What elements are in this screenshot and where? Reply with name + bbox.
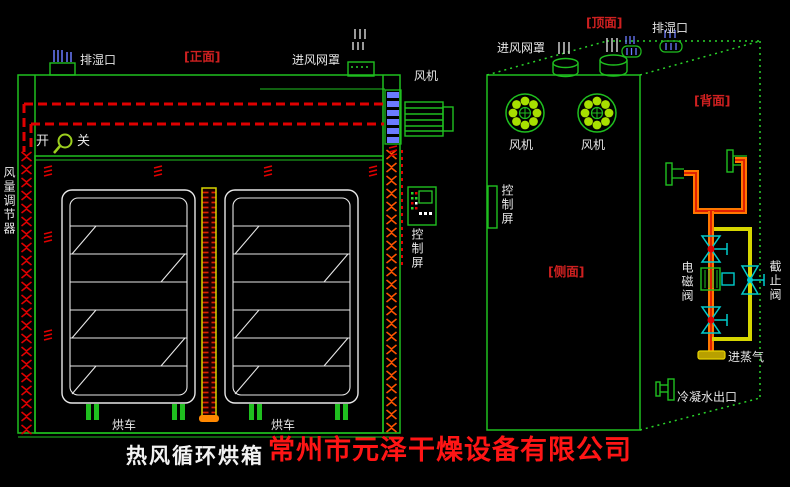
front-inlet-label: 进风网罩 — [292, 53, 341, 67]
steam-piping — [655, 149, 765, 401]
condensate-label: 冷凝水出口 — [677, 390, 738, 404]
iso-view — [486, 30, 765, 431]
inlet-mesh-cover — [347, 29, 375, 77]
switch-off-label: 关 — [77, 134, 91, 149]
heater-column — [199, 187, 219, 422]
left-damper-column — [20, 151, 33, 435]
switch-indicator-icon — [53, 133, 73, 154]
drying-cart-right — [224, 189, 359, 421]
front-view — [17, 29, 454, 438]
iso-exhaust-label: 排湿口 — [652, 21, 689, 35]
iso-side-title: [侧面] — [548, 264, 585, 279]
stop-valve-ball — [747, 277, 753, 283]
fan-left — [505, 93, 545, 133]
fan-right — [577, 93, 617, 133]
iso-control-label: 控制屏 — [500, 184, 514, 226]
front-fan-label: 风机 — [414, 69, 439, 83]
control-panel — [407, 186, 437, 226]
steam-inlet-flange — [697, 350, 726, 360]
air-duct-dashes — [22, 102, 384, 152]
damper-label: 风量调节器 — [2, 166, 16, 236]
iso-inlet-label: 进风网罩 — [497, 41, 546, 55]
right-damper-column — [385, 149, 398, 433]
cart-label-left: 烘车 — [112, 418, 137, 432]
side-face — [486, 74, 641, 431]
cart-label-right: 烘车 — [271, 418, 296, 432]
exhaust-vent — [49, 50, 76, 76]
iso-top-title: [顶面] — [586, 15, 623, 30]
valve-lower-ball — [707, 316, 715, 324]
company-name: 常州市元泽干燥设备有限公司 — [268, 435, 632, 466]
control-panel-edge — [487, 185, 498, 229]
fan-intake-grille — [384, 89, 402, 145]
top-inlet-cylinders — [552, 38, 628, 78]
front-view-title: [正面] — [184, 49, 221, 64]
solenoid-label: 电磁阀 — [680, 261, 694, 303]
front-control-label: 控制屏 — [410, 228, 424, 270]
condensate-fitting — [655, 378, 675, 401]
top-exhaust-vents — [621, 30, 683, 58]
section-hatches — [43, 145, 398, 341]
iso-back-title: [背面] — [694, 93, 731, 108]
steam-inlet-label: 进蒸气 — [728, 350, 765, 364]
product-title: 热风循环烘箱 — [126, 444, 264, 468]
fan-motor — [404, 101, 454, 137]
hidden-edges — [486, 40, 761, 431]
cabinet-outline — [17, 74, 401, 438]
iso-fan-label-right: 风机 — [581, 138, 606, 152]
switch-on-label: 开 — [36, 134, 50, 149]
drying-cart-left — [61, 189, 196, 421]
iso-fan-label-left: 风机 — [509, 138, 534, 152]
stop-valve-label: 截止阀 — [768, 260, 782, 302]
solenoid-valve-body — [700, 267, 735, 291]
valve-upper-ball — [707, 245, 715, 253]
front-exhaust-label: 排湿口 — [80, 53, 117, 67]
